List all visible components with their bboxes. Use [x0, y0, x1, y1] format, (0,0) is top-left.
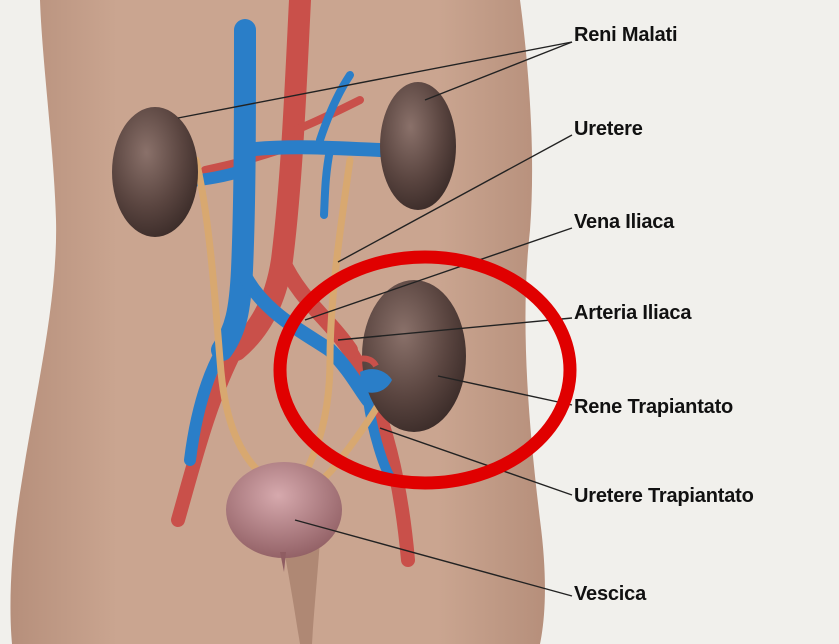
label-uretere-trapiantato: Uretere Trapiantato [574, 485, 754, 508]
bladder [226, 462, 342, 558]
label-uretere: Uretere [574, 118, 643, 141]
label-vena-iliaca: Vena Iliaca [574, 211, 674, 234]
right-diseased-kidney [380, 82, 456, 210]
label-rene-trapiantato: Rene Trapiantato [574, 396, 733, 419]
label-arteria-iliaca: Arteria Iliaca [574, 302, 691, 325]
label-reni-malati: Reni Malati [574, 24, 677, 47]
label-vescica: Vescica [574, 583, 646, 606]
transplanted-kidney [362, 280, 466, 432]
left-diseased-kidney [112, 107, 198, 237]
